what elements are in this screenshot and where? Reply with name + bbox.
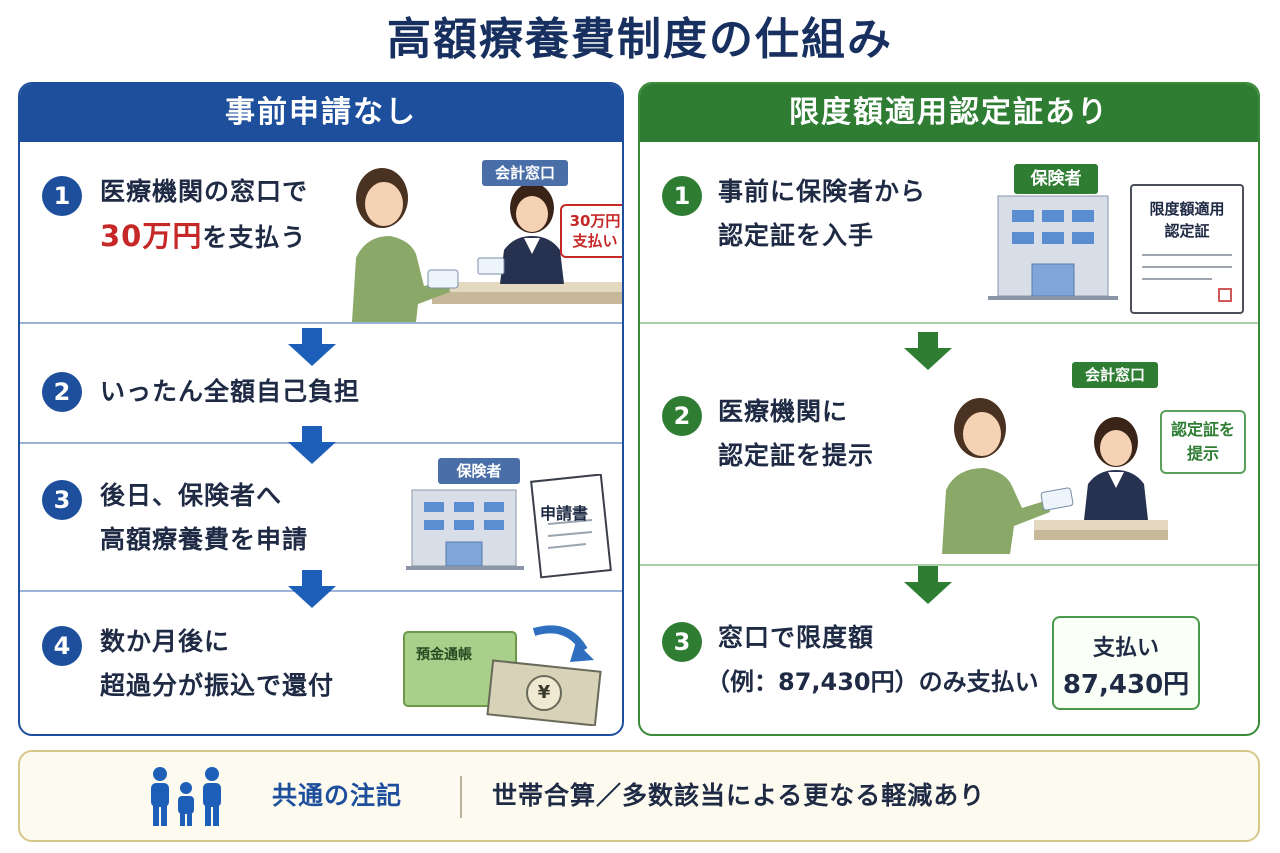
amount-highlight: 30万円: [100, 219, 203, 253]
step-number: 3: [662, 622, 702, 662]
step-text: 認定証を入手: [718, 221, 875, 250]
step-number: 3: [42, 480, 82, 520]
step-text: 後日、保険者へ: [100, 481, 283, 510]
step-text: 高額療養費を申請: [100, 525, 309, 554]
step-number: 2: [662, 396, 702, 436]
yen-icon: ¥: [537, 682, 551, 703]
bank-transfer-illustration: [403, 625, 602, 726]
patient-presenting-certificate-illustration: [942, 398, 1168, 554]
step-text: 超過分が振込で還付: [100, 671, 335, 700]
step-text: 医療機関に: [718, 397, 849, 426]
step-2: 2 いったん全額自己負担: [20, 368, 622, 442]
step-text: 数か月後に: [100, 627, 231, 656]
step-text: 認定証を提示: [718, 441, 875, 470]
step-1: 1 事前に保険者から 認定証を入手 保険者 限度額適用 認定証: [640, 142, 1258, 322]
step-text: 事前に保険者から: [718, 177, 927, 206]
divider: [460, 776, 462, 818]
step-3: 3 窓口で限度額 （例：87,430円）のみ支払い: [640, 604, 1258, 734]
step-1: 1 医療機関の窓口で 30万円を支払う 会計窓口 30万円 支払い: [20, 142, 622, 322]
step-number: 2: [42, 372, 82, 412]
present-certificate-note: 認定証を 提示: [1160, 410, 1246, 474]
counter-label: 会計窓口: [482, 160, 568, 186]
panel-header: 限度額適用認定証あり: [640, 84, 1258, 142]
panel-no-prior-application: 事前申請なし 1 医療機関の窓口で 30万円を支払う 会計窓口 30万円 支払い: [18, 82, 624, 736]
building-icon: [988, 195, 1118, 300]
passbook-label: 預金通帳: [416, 647, 472, 663]
step-4: 4 数か月後に 超過分が振込で還付 預金通帳 ¥: [20, 612, 622, 734]
insurer-label: 保険者: [1014, 164, 1098, 194]
divider: [640, 322, 1258, 324]
counter-label: 会計窓口: [1072, 362, 1158, 388]
footer-text: 世帯合算／多数該当による更なる軽減あり: [492, 781, 986, 810]
step-text: （例：87,430円）のみ支払い: [706, 668, 1039, 696]
patient-at-counter-illustration: [352, 168, 622, 322]
building-icon: [406, 489, 524, 570]
step-number: 1: [662, 176, 702, 216]
step-text-amount: 30万円を支払う: [100, 219, 307, 253]
payment-amount-box: 支払い 87,430円: [1052, 616, 1200, 710]
payment-note: 30万円 支払い: [560, 204, 622, 258]
divider: [20, 322, 622, 324]
seal-icon: [1218, 288, 1232, 302]
panel-header: 事前申請なし: [20, 84, 622, 142]
step-text: いったん全額自己負担: [100, 377, 361, 406]
footer-label: 共通の注記: [272, 781, 403, 810]
step-text: 窓口で限度額: [718, 623, 875, 652]
step-text: 医療機関の窓口で: [100, 177, 309, 206]
application-document-icon: [530, 474, 612, 579]
page-title: 高額療養費制度の仕組み: [387, 14, 893, 65]
step-number: 4: [42, 626, 82, 666]
document-label: 申請書: [540, 504, 589, 523]
insurer-label: 保険者: [438, 458, 520, 484]
family-icon: [151, 767, 221, 826]
step-2: 2 医療機関に 認定証を提示 会計窓口 認定証を 提示: [640, 362, 1258, 564]
divider: [640, 564, 1258, 566]
common-note-footer: 共通の注記 世帯合算／多数該当による更なる軽減あり: [18, 750, 1260, 842]
step-number: 1: [42, 176, 82, 216]
step-3: 3 後日、保険者へ 高額療養費を申請 保険者 申請書: [20, 458, 622, 590]
certificate-document: 限度額適用 認定証: [1130, 184, 1244, 314]
